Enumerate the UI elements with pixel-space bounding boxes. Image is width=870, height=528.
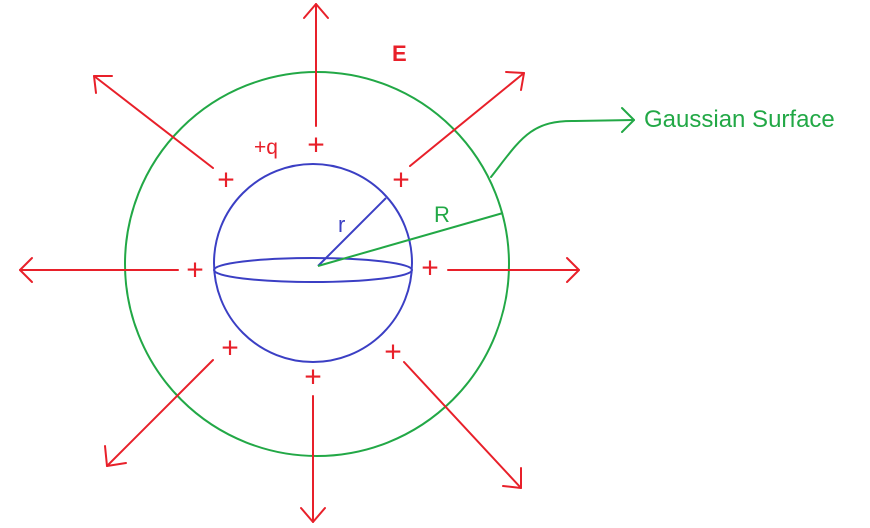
field-lines [19, 3, 580, 523]
inner-radius-line [317, 197, 387, 267]
gaussian-surface-pointer [490, 107, 635, 178]
field-arrow-left [19, 257, 179, 283]
gaussian-surface-label: Gaussian Surface [644, 106, 835, 133]
charge-plus-upper-left: + [217, 164, 235, 197]
charged-sphere [213, 163, 413, 363]
charge-plus-bottom: + [304, 361, 322, 394]
field-arrow-upper-right [409, 71, 525, 167]
charged-sphere-equator [213, 257, 413, 283]
field-arrow-down [300, 395, 326, 523]
field-arrow-lower-right [403, 361, 522, 489]
charge-plus-top: + [307, 129, 325, 162]
charge-plus-upper-right: + [392, 164, 410, 197]
charge-plus-right: + [421, 252, 439, 285]
charge-plus-left: + [186, 254, 204, 287]
field-arrow-upper-left [93, 75, 214, 169]
field-arrow-right [447, 257, 580, 283]
charge-plus-lower-right: + [384, 336, 402, 369]
charged-sphere-outline [213, 163, 413, 363]
field-arrow-lower-left [104, 359, 214, 467]
field-label: E [392, 41, 407, 66]
inner-radius-label: r [338, 212, 345, 237]
gaussian-radius-label: R [434, 202, 450, 227]
field-arrow-up [303, 3, 329, 127]
charge-signs: + + + + + + + + [186, 129, 439, 394]
charge-plus-lower-left: + [221, 332, 239, 365]
charge-label: +q [254, 136, 278, 159]
gaussian-radius-line [317, 212, 504, 267]
